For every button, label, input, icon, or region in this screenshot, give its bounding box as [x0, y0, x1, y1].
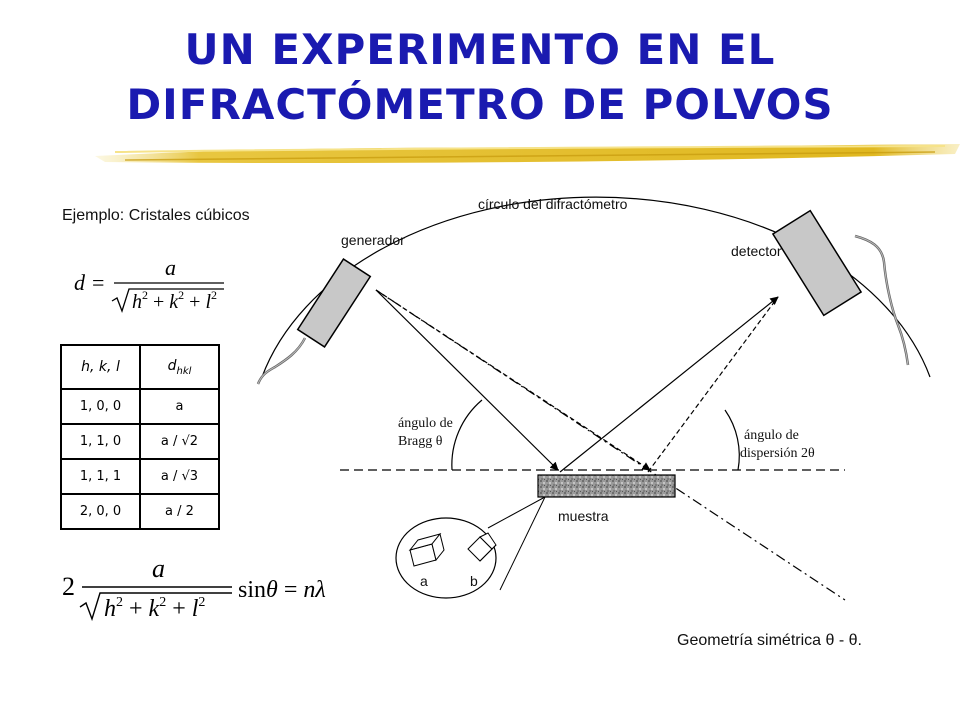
circle-label: círculo del difractómetro — [478, 196, 628, 212]
sample-label: muestra — [558, 508, 609, 524]
svg-text:sinθ = nλ: sinθ = nλ — [238, 577, 326, 603]
zoom-line-top — [487, 496, 546, 529]
cell-hkl: 1, 0, 0 — [60, 388, 141, 425]
svg-text:2: 2 — [62, 572, 75, 601]
table-row: 1, 0, 0 a — [60, 388, 220, 425]
crystal-b-icon — [467, 532, 497, 562]
svg-text:d: d — [74, 270, 86, 295]
formula-bragg: 2 a h2 + k2 + l2 sinθ = nλ — [62, 555, 326, 622]
geometry-caption: Geometría simétrica θ - θ. — [677, 632, 862, 649]
header-dhkl: dhkl — [139, 344, 220, 390]
cell-d: a / √2 — [139, 423, 220, 460]
sample-block — [537, 474, 676, 498]
zoom-line-bottom — [499, 496, 546, 591]
table-row: 1, 1, 1 a / √3 — [60, 458, 220, 495]
table-header-row: h, k, l dhkl — [60, 344, 220, 390]
detector-tube — [771, 209, 910, 366]
svg-text:=: = — [92, 270, 104, 295]
crystal-b-label: b — [470, 573, 478, 589]
table-row: 1, 1, 0 a / √2 — [60, 423, 220, 460]
cell-hkl: 1, 1, 1 — [60, 458, 141, 495]
bragg-angle-arc — [451, 399, 483, 471]
dispersion-angle-arc — [724, 409, 740, 471]
title-underline-brush — [95, 144, 960, 163]
generator-label: generador — [341, 232, 405, 248]
cell-d: a / 2 — [139, 493, 220, 530]
diffracted-beam-dashed — [647, 296, 779, 473]
cell-d: a / √3 — [139, 458, 220, 495]
example-label: Ejemplo: Cristales cúbicos — [62, 207, 250, 224]
cell-hkl: 1, 1, 0 — [60, 423, 141, 460]
svg-text:h2 + k2 + l2: h2 + k2 + l2 — [104, 595, 205, 622]
incident-beam-solid — [375, 289, 559, 471]
dispersion-label-line1: ángulo de — [744, 428, 799, 443]
page-title: UN EXPERIMENTO EN EL DIFRACTÓMETRO DE PO… — [0, 22, 960, 132]
cell-hkl: 2, 0, 0 — [60, 493, 141, 530]
crystal-a-icon — [408, 532, 445, 567]
svg-text:a: a — [152, 555, 165, 583]
bragg-label-line2: Bragg θ — [398, 434, 443, 449]
bragg-label-line1: ángulo de — [398, 416, 453, 431]
title-line-2: DIFRACTÓMETRO DE POLVOS — [126, 80, 834, 129]
header-hkl: h, k, l — [60, 344, 141, 390]
hkl-table: h, k, l dhkl 1, 0, 0 a 1, 1, 0 a / √2 1,… — [60, 344, 220, 530]
transmitted-beam-line — [375, 289, 846, 601]
detector-label: detector — [731, 243, 782, 259]
crystal-a-label: a — [420, 573, 428, 589]
table-row: 2, 0, 0 a / 2 — [60, 493, 220, 530]
title-line-1: UN EXPERIMENTO EN EL — [184, 25, 776, 74]
generator-tube — [256, 258, 372, 385]
svg-text:a: a — [165, 255, 176, 280]
diffracted-beam-solid — [559, 296, 779, 473]
dispersion-label-line2: dispersión 2θ — [740, 446, 815, 461]
crystal-zoom-circle — [395, 517, 497, 599]
svg-text:h2 + k2 + l2: h2 + k2 + l2 — [132, 288, 217, 313]
formula-d: d = a h2 + k2 + l2 — [74, 255, 224, 313]
cell-d: a — [139, 388, 220, 425]
